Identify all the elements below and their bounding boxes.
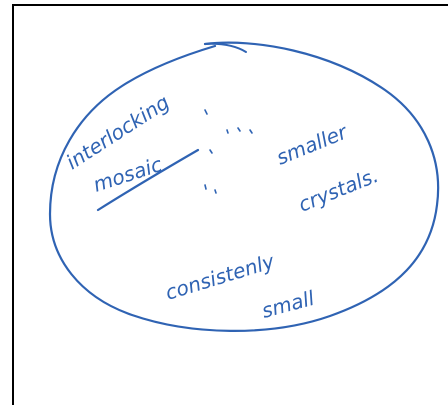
ink-dot bbox=[249, 129, 253, 134]
note-consistenly: consistenly bbox=[162, 249, 278, 305]
ink-dot bbox=[226, 129, 229, 134]
oval-tail-stroke bbox=[204, 42, 247, 53]
ink-dot bbox=[204, 109, 208, 115]
ink-dot bbox=[214, 189, 217, 194]
ink-dot bbox=[237, 127, 241, 132]
note-mosaic: mosaic bbox=[90, 152, 165, 197]
note-small: small bbox=[259, 286, 317, 323]
hand-drawn-oval bbox=[48, 41, 440, 332]
mosaic-underline bbox=[96, 148, 200, 212]
canvas-frame bbox=[12, 4, 448, 405]
note-crystals: crystals. bbox=[295, 163, 382, 217]
ink-dot bbox=[209, 149, 213, 154]
ink-dot bbox=[204, 184, 207, 190]
note-smaller: smaller bbox=[273, 119, 352, 170]
